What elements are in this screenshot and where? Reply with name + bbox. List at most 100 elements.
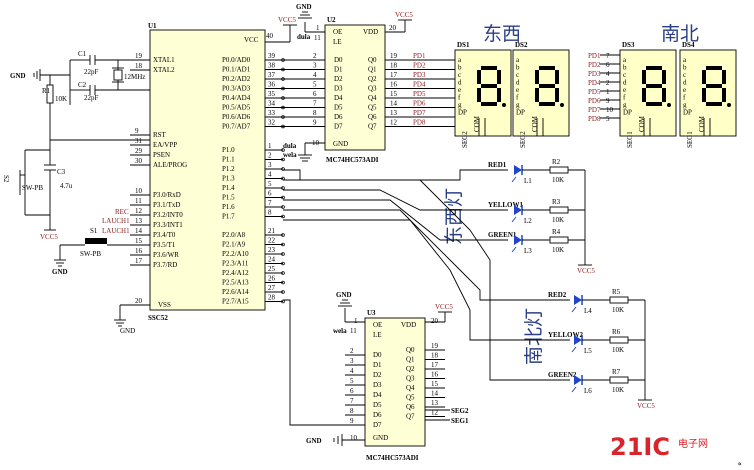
s1-gnd: GND [52,268,68,276]
led-ref: L2 [524,217,532,225]
u3-pin-num: 8 [350,407,354,415]
display-pin: d [623,79,627,87]
display-common: COM [638,115,646,132]
u1-vcc-label: VCC [244,36,259,44]
u2-pin-label: D4 [334,94,343,102]
display-pin: DP [516,109,525,117]
u3-pin-label: Q0 [406,346,415,354]
u1-vcc-num: 40 [266,32,274,40]
display-pin: f [516,94,519,102]
u2-net-label: PD6 [413,100,426,108]
u1-pin-num: 29 [135,147,143,155]
u1-pin-num: 7 [268,199,272,207]
led-ref: L5 [584,347,592,355]
resistor-value: 10K [552,246,564,254]
r1-ref: R1 [42,87,51,95]
u1-pin-num: 14 [135,227,143,235]
led-vcc5-ew: VCC5 [577,267,595,275]
display-pin: d [683,79,687,87]
u1-pin-num: 16 [135,247,143,255]
display-ref: DS2 [515,41,528,49]
display-pin: a [516,56,520,64]
c2-ref: C2 [78,81,87,89]
u1-pin-label: P0.6/AD6 [222,113,251,121]
led-net-label: RED2 [548,291,567,299]
u2-le-net: dula [297,33,311,41]
u2-ref: U2 [327,16,336,24]
u1-pin-num: 17 [135,257,143,265]
display-pin: g [458,101,462,109]
led-ref: L4 [584,307,592,315]
u1-pin-label: P3.1/TxD [153,201,180,209]
resistor-ref: R6 [612,328,621,336]
display-pin: c [458,71,461,79]
u1-pin-num: 9 [135,127,139,135]
resistor-value: 10K [612,346,624,354]
u1-pin-num: 6 [268,190,272,198]
u1-pin-num: 15 [135,237,143,245]
u3-part: MC74HC573ADI [366,454,419,462]
heading-east-west: 东西 [483,23,521,45]
display-net-label: PD6 [588,97,601,105]
display-pin: a [623,56,627,64]
led-net-label: GREEN1 [488,231,517,239]
display-pin: f [683,94,686,102]
u1-pin-label: P2.3/A11 [222,260,249,268]
u2-pin-num: 13 [390,109,398,117]
u1-gnd-label: GND [120,327,135,335]
u1-pin-num: 10 [135,187,143,195]
display-pin: d [516,79,520,87]
display-select: SEG1 [686,131,694,148]
u2-pin-label: D5 [334,104,343,112]
u1-pin-label: RST [153,131,167,139]
u1-pin-num: 34 [268,100,276,108]
u1-pin-num: 38 [268,62,276,70]
u2-pin-label: D6 [334,113,343,121]
u1-pin-label: P3.5/T1 [153,241,176,249]
u1-pin-num: 37 [268,71,276,79]
u1-pin-label: P1.1 [222,156,235,164]
u1-pin-label: P0.0/AD0 [222,56,251,64]
u3-pin-label: D3 [373,381,382,389]
u1-pin-num: 23 [268,246,276,254]
u3-pin-label: Q1 [406,356,415,364]
u2-net-label: PD3 [413,71,426,79]
u3-seg1: SEG1 [451,417,469,425]
display-net-label: PD3 [588,70,601,78]
u1-pin-label: PSEN [153,151,170,159]
net-rec: REC [115,208,129,216]
u1-pin-num: 4 [268,171,272,179]
u2-pin-label: Q5 [368,104,377,112]
display-pin: DP [623,109,632,117]
u2-pin-num: 18 [390,62,398,70]
u3-pin-label: Q7 [406,413,415,421]
u1-pin-label: P2.7/A15 [222,298,249,306]
u3-pin-num: 17 [431,361,439,369]
u1-pin-num: 3 [268,161,272,169]
display-pin-num: 10 [606,106,614,114]
u2-le-num: 11 [314,34,321,42]
u3-pin-num: 9 [350,417,354,425]
u3-gnd-num: 10 [350,434,358,442]
u1-pin-num: 19 [135,52,143,60]
u2-pin-label: D0 [334,56,343,64]
u2-pin-label: Q2 [368,75,377,83]
watermark-logo: 21IC [610,433,670,461]
display-net-label: PD7 [588,106,601,114]
u1-pin-label: P2.4/A12 [222,269,249,277]
u1-pin-num: 8 [268,209,272,217]
s1-ref: S1 [90,227,98,235]
u1-pin-label: P1.7 [222,213,235,221]
display-pin: a [458,56,462,64]
display-pin: b [623,64,627,72]
u2-pin-num: 14 [390,100,398,108]
u2-net-label: PD5 [413,90,426,98]
s2-ref: S2 [2,175,10,183]
u1-pin-num: 33 [268,109,276,117]
c3-ref: C3 [57,168,66,176]
